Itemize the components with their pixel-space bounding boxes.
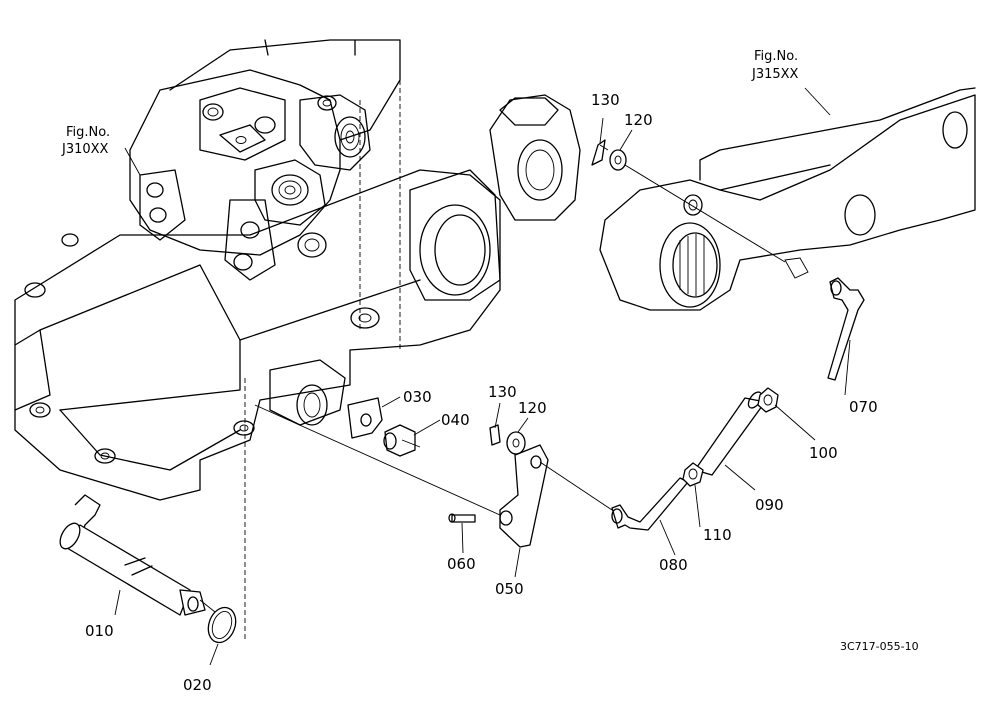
part-070-rod: [784, 257, 865, 381]
label-050: 050: [495, 580, 524, 598]
part-120-washer-upper: [609, 149, 627, 171]
label-120-lower: 120: [518, 399, 547, 417]
part-090-sleeve: [694, 391, 766, 476]
fig-ref-right-line1: Fig.No.: [754, 49, 798, 64]
label-090: 090: [755, 496, 784, 514]
leader-lines: [114, 87, 851, 666]
label-130-upper: 130: [591, 91, 620, 109]
part-050-lever: [499, 444, 549, 548]
label-020: 020: [183, 676, 212, 694]
label-130-lower: 130: [488, 383, 517, 401]
label-070: 070: [849, 398, 878, 416]
part-040-bolt: [383, 424, 416, 457]
drawing-code: 3C717-055-10: [840, 640, 919, 653]
fig-ref-left-line2: J310XX: [61, 142, 109, 157]
part-080-rod: [611, 477, 689, 531]
label-120-upper: 120: [624, 111, 653, 129]
lift-arm: [599, 87, 976, 311]
part-010-pin: [59, 494, 206, 616]
label-100: 100: [809, 444, 838, 462]
label-060: 060: [447, 555, 476, 573]
label-110: 110: [703, 526, 732, 544]
fig-ref-right-line2: J315XX: [751, 67, 799, 82]
label-040: 040: [441, 411, 470, 429]
label-080: 080: [659, 556, 688, 574]
label-030: 030: [403, 388, 432, 406]
part-100-nut: [757, 387, 779, 413]
fig-ref-left-line1: Fig.No.: [66, 125, 110, 140]
part-060-pin: [448, 513, 476, 523]
part-120-washer-lower: [506, 431, 526, 455]
hydraulic-housing: [14, 39, 581, 501]
label-010: 010: [85, 622, 114, 640]
fig-ref-left: Fig.No. J310XX: [61, 125, 110, 157]
part-020-o-ring: [207, 606, 237, 644]
part-110-nut: [682, 462, 704, 487]
part-030-bracket: [347, 397, 383, 439]
mount-boss: [269, 359, 346, 426]
part-130-cotter-upper: [591, 139, 606, 166]
fig-ref-right: Fig.No. J315XX: [751, 49, 799, 82]
